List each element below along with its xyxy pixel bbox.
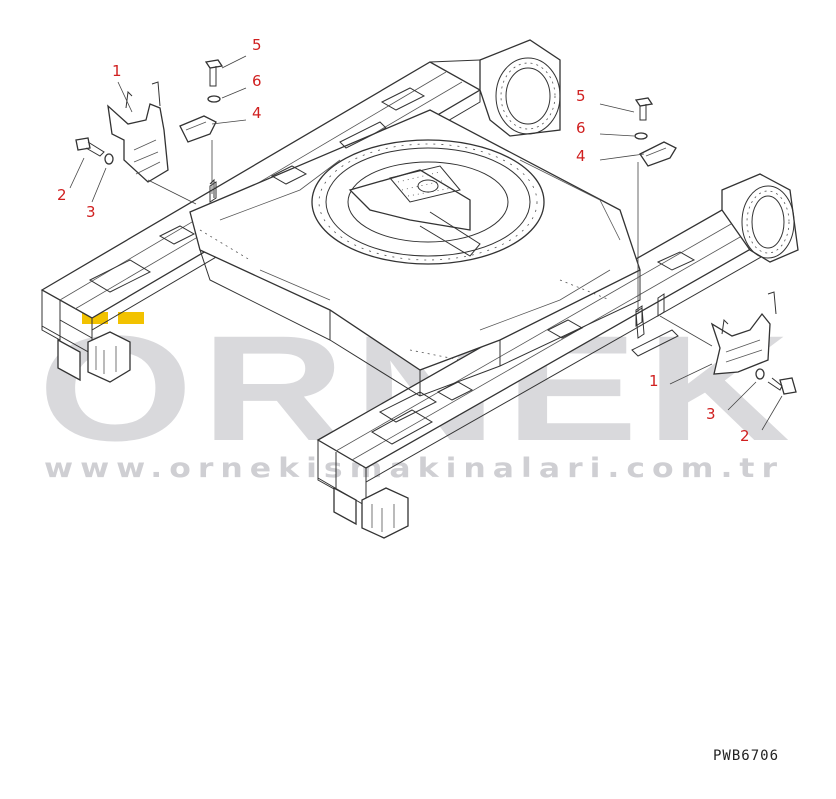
- callout-left-top-bolt: 5: [252, 36, 262, 54]
- callout-right-bolt: 2: [740, 427, 750, 445]
- callout-right-bracket: 1: [649, 372, 659, 390]
- right-plate: [639, 141, 677, 167]
- watermark-accent-right: [118, 312, 144, 324]
- callout-left-top-washer: 6: [252, 72, 262, 90]
- callout-right-plate: 4: [576, 147, 586, 165]
- right-parts-group: [634, 97, 797, 395]
- right-washer: [755, 368, 765, 380]
- callout-right-top-washer: 6: [576, 119, 586, 137]
- callout-labels: 1 2 3 5 6 4 5 6 4 1 3 2: [57, 36, 750, 445]
- callout-left-washer: 3: [86, 203, 96, 221]
- callout-left-plate: 4: [252, 104, 262, 122]
- watermark-url: www.ornekismakinalari.com.tr: [44, 453, 784, 484]
- callout-left-bracket: 1: [112, 62, 122, 80]
- callout-left-bolt: 2: [57, 186, 67, 204]
- right-top-washer: [634, 132, 648, 140]
- right-bolt: [779, 377, 797, 395]
- leader-lines: [69, 55, 783, 431]
- upper-idler-yoke: [479, 39, 561, 137]
- callout-right-washer: 3: [706, 405, 716, 423]
- callout-right-top-bolt: 5: [576, 87, 586, 105]
- left-top-washer: [207, 95, 221, 103]
- drawing-code: PWB6706: [713, 748, 779, 764]
- track-frame-drawing: [40, 39, 799, 539]
- right-top-bolt: [634, 97, 654, 107]
- left-plate: [179, 115, 217, 143]
- left-bolt: [75, 137, 91, 151]
- right-guard-bracket: [710, 312, 771, 375]
- left-parts-group: [75, 59, 224, 205]
- left-washer: [104, 153, 114, 165]
- left-guard-bracket: [107, 103, 169, 183]
- left-top-bolt: [204, 59, 224, 69]
